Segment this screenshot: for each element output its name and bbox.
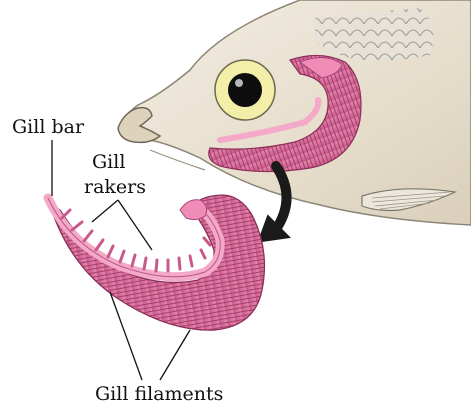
label-gill-rakers-line1: Gill bbox=[92, 151, 125, 173]
label-gill-filaments: Gill filaments bbox=[95, 383, 223, 405]
arrow-shaft bbox=[276, 166, 287, 226]
gill-filaments-pointer-2 bbox=[160, 330, 190, 380]
fish-head bbox=[118, 0, 471, 225]
label-gill-bar: Gill bar bbox=[12, 116, 84, 138]
eye-highlight bbox=[235, 79, 243, 87]
detached-gill-arch bbox=[48, 195, 264, 330]
gill-rakers-pointer-2 bbox=[118, 200, 152, 250]
gill-arch-end bbox=[180, 200, 207, 220]
gill-rakers-pointer-1 bbox=[92, 200, 118, 222]
label-gill-rakers-line2: rakers bbox=[84, 176, 146, 198]
eye-pupil bbox=[228, 73, 262, 107]
